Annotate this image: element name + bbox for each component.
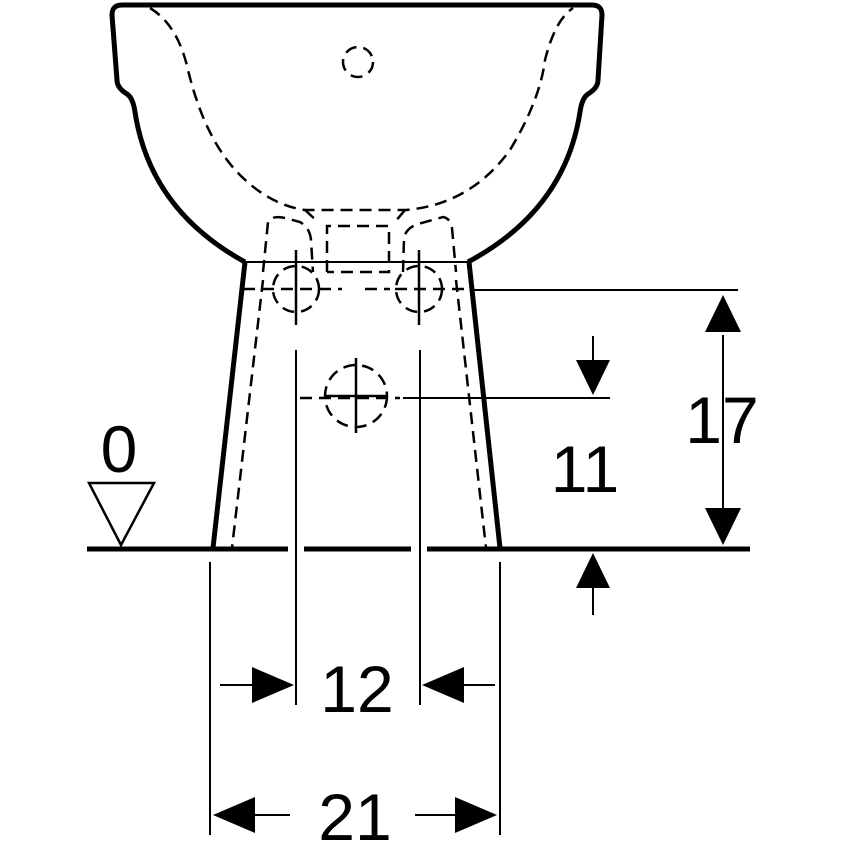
dimension-12-label: 12 — [320, 652, 393, 726]
dimension-17-label: 17 — [685, 383, 758, 457]
hidden-lines — [149, 6, 574, 549]
dimension-21 — [213, 797, 497, 833]
pedestal-right-edge — [466, 261, 503, 549]
bowl-outline — [109, 2, 605, 265]
dimension-12 — [220, 667, 495, 703]
dimension-21-label: 21 — [318, 780, 391, 850]
dimension-11 — [403, 336, 610, 615]
floor-reference-label: 0 — [101, 412, 138, 486]
pedestal-left-edge — [210, 261, 248, 549]
floor-reference-triangle — [86, 481, 157, 548]
dimension-17 — [470, 289, 741, 545]
centerlines — [294, 250, 421, 433]
dimension-11-label: 11 — [551, 432, 620, 506]
extension-lines — [209, 350, 501, 835]
